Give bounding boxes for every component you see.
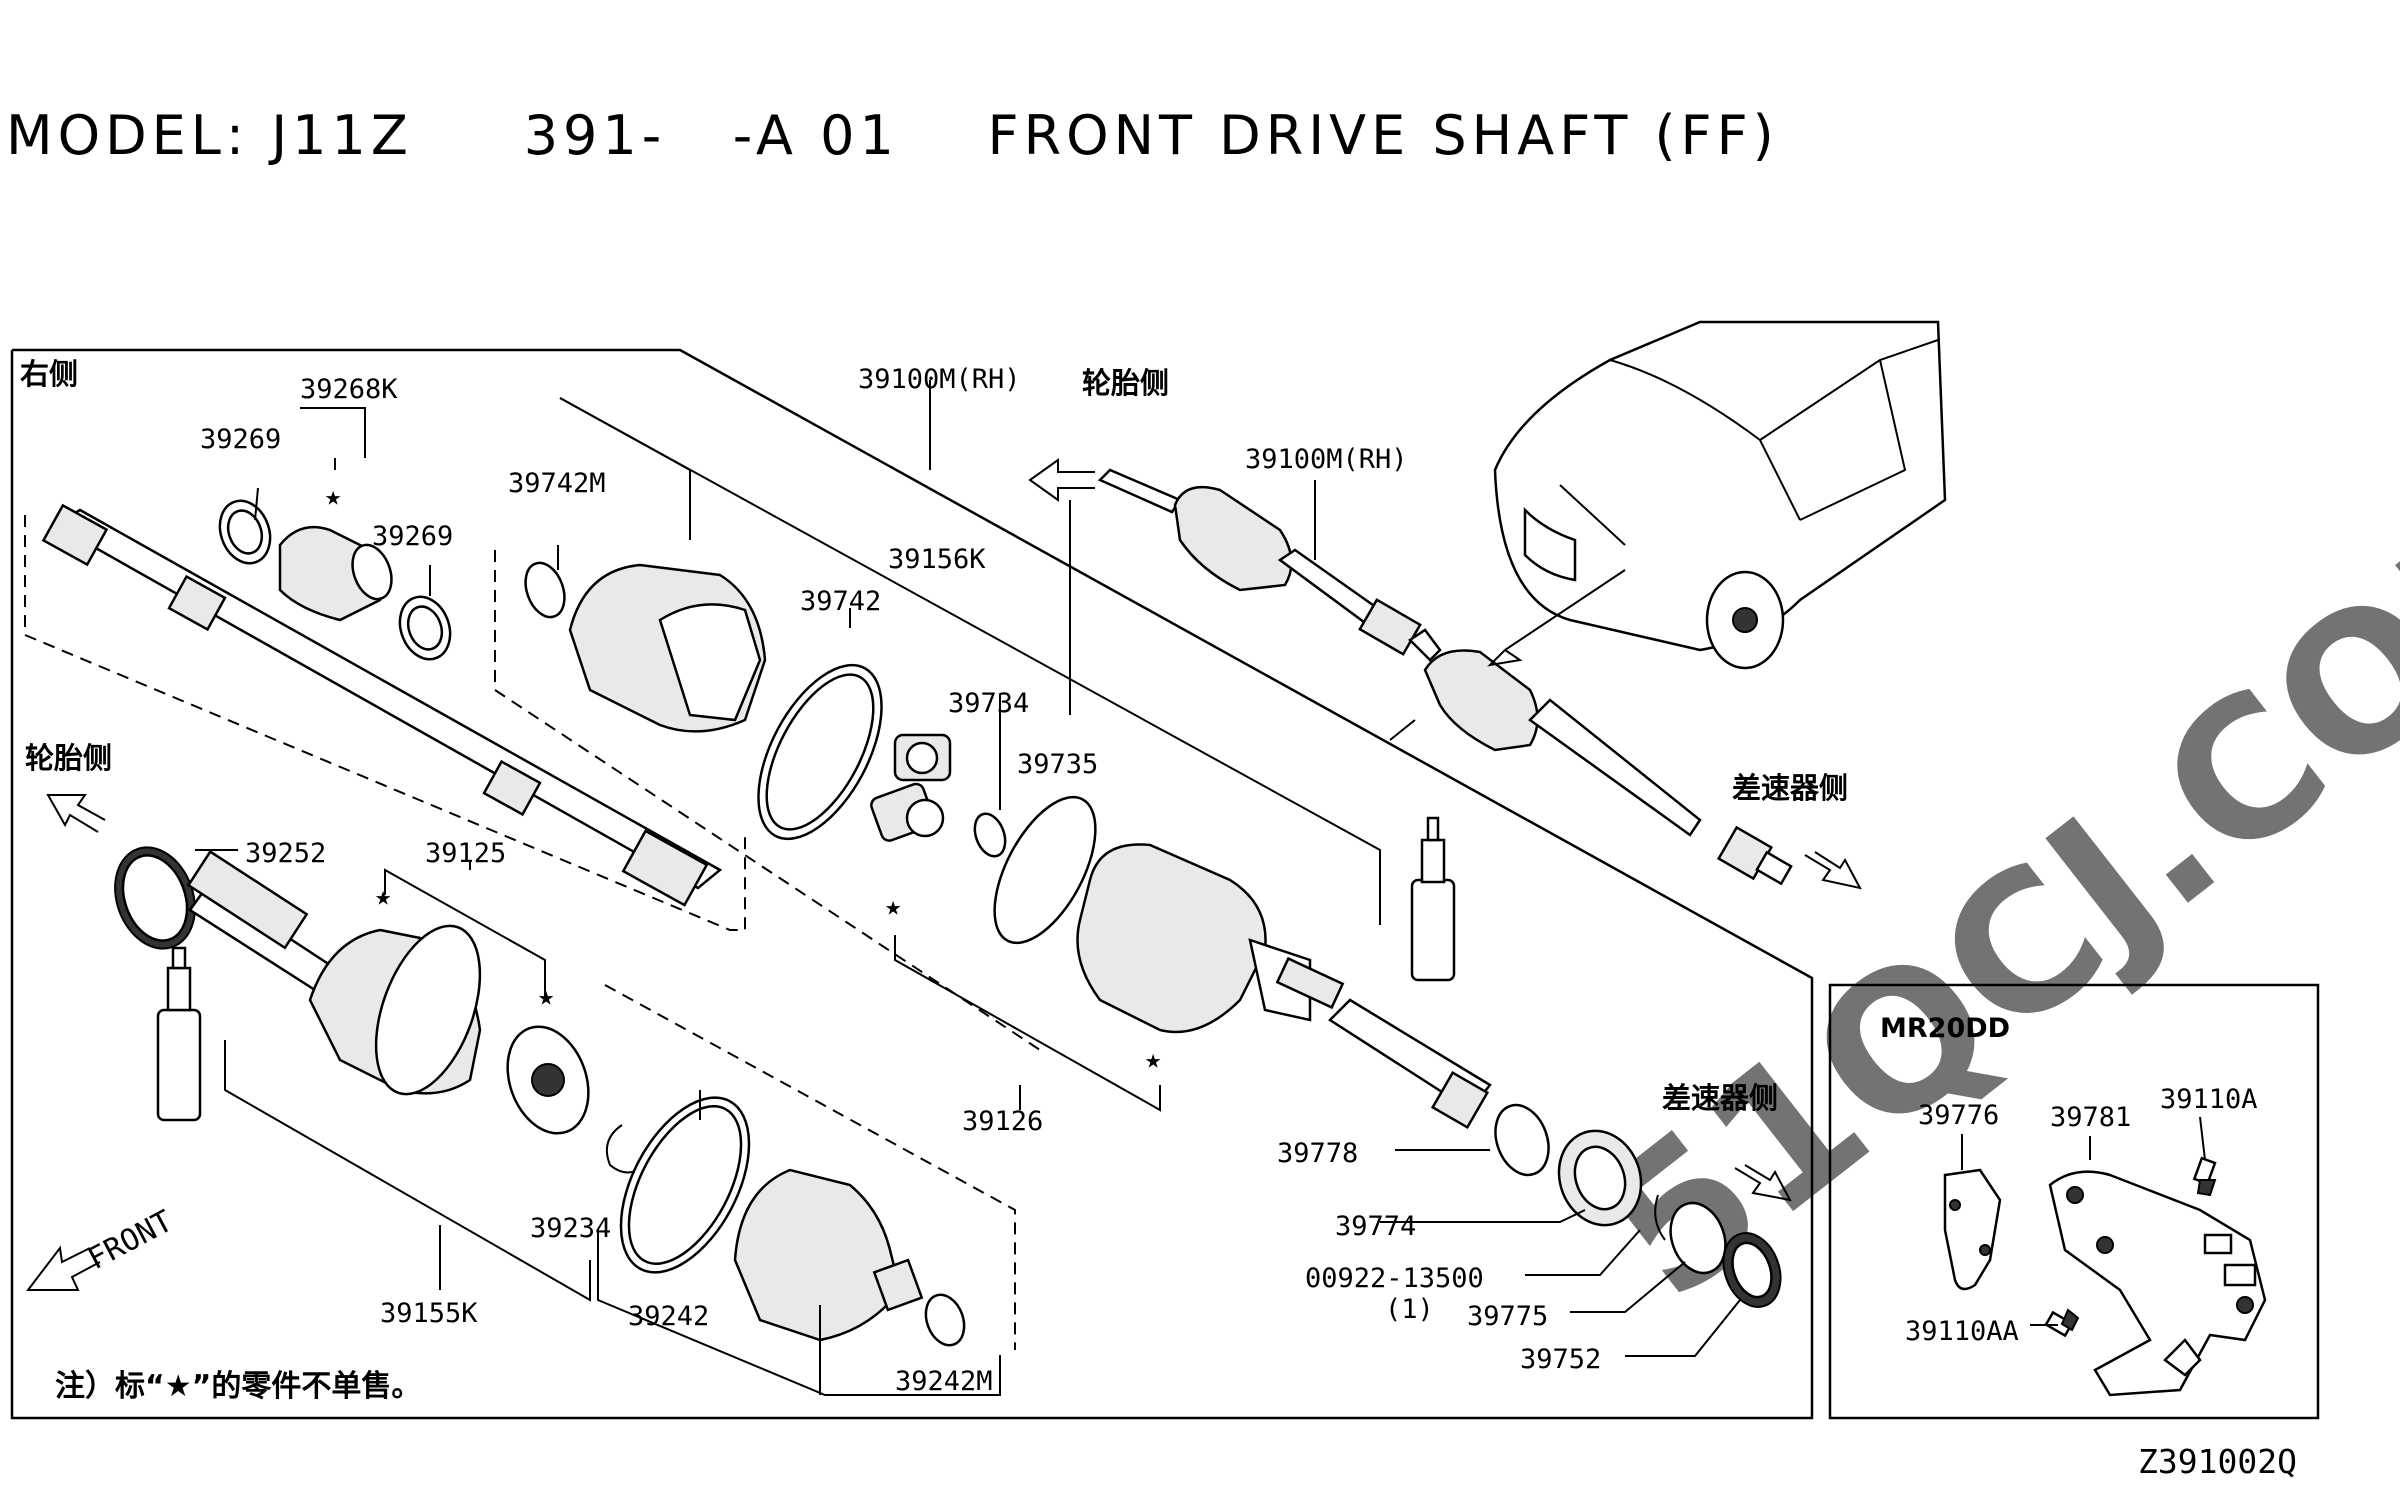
arrow-front: [25, 1245, 101, 1291]
leader-39775: [1570, 1261, 1686, 1313]
part-39125[interactable]: 39125: [425, 838, 506, 869]
leader-39110A: [2199, 1116, 2206, 1161]
leader-39126: [894, 935, 1161, 1112]
leader-39752: [1625, 1299, 1741, 1357]
part-39110A[interactable]: 39110A: [2160, 1084, 2258, 1115]
part-39268K[interactable]: 39268K: [300, 374, 398, 405]
outboard-boot: [619, 1096, 966, 1347]
outboard-dash-box: [604, 984, 1016, 1350]
part-39269b[interactable]: 39269: [372, 521, 453, 552]
label-engine-inset: MR20DD: [1880, 1013, 2010, 1044]
leader-39269a: [254, 487, 259, 521]
arrow-diff-mid: [1734, 1164, 1792, 1202]
diagram-code: Z391002Q: [2138, 1442, 2297, 1481]
part-39234[interactable]: 39234: [530, 1213, 611, 1244]
grease-bottle-right: [1410, 816, 1456, 982]
bearing-parts: [1328, 998, 1782, 1308]
small-boot-kit: [218, 499, 452, 661]
part-39155K[interactable]: 39155K: [380, 1298, 478, 1329]
label-tire-side-top: 轮胎侧: [1082, 366, 1169, 400]
shaft-dash-box: [24, 515, 746, 931]
part-39775[interactable]: 39775: [1467, 1301, 1548, 1332]
main-frame: [10, 348, 1814, 1420]
part-39269a[interactable]: 39269: [200, 424, 281, 455]
engine-mount-parts: [1943, 1156, 2267, 1397]
label-front: FRONT: [82, 1204, 178, 1277]
label-diff-side-mid: 差速器侧: [1662, 1081, 1778, 1115]
star-39125a: ★: [375, 881, 391, 912]
arrow-diff-top: [1804, 851, 1862, 890]
part-39242[interactable]: 39242: [628, 1301, 709, 1332]
leader-39774: [1380, 1209, 1586, 1223]
part-39252[interactable]: 39252: [245, 838, 326, 869]
part-39752[interactable]: 39752: [1520, 1344, 1601, 1375]
leader-39125: [384, 868, 546, 1000]
part-39735[interactable]: 39735: [1017, 749, 1098, 780]
label-tire-side-left: 轮胎侧: [25, 741, 112, 775]
note-text: 注）标“★”的零件不单售。: [55, 1369, 421, 1404]
inboard-housing: [1076, 843, 1345, 1034]
label-right-side: 右侧: [20, 357, 78, 391]
part-00922-13500[interactable]: 00922-13500: [1305, 1263, 1484, 1294]
assembled-shaft: [1097, 468, 1793, 886]
part-39156K[interactable]: 39156K: [888, 544, 986, 575]
long-shaft: [41, 503, 723, 907]
diagram-title: MODEL: J11Z 391- -A 01 FRONT DRIVE SHAFT…: [6, 104, 1779, 167]
boot-dash-box: [494, 550, 1041, 1051]
outboard-joint: [114, 846, 646, 1174]
grease-bottle-left: [156, 946, 202, 1122]
part-39778[interactable]: 39778: [1277, 1138, 1358, 1169]
part-39100M-main[interactable]: 39100M(RH): [858, 364, 1021, 395]
part-39742[interactable]: 39742: [800, 586, 881, 617]
vehicle-silhouette: [1493, 320, 1947, 670]
leader-39268K: [300, 407, 366, 458]
part-39742M[interactable]: 39742M: [508, 468, 606, 499]
star-39126b: ★: [1145, 1044, 1161, 1075]
part-39734[interactable]: 39734: [948, 688, 1029, 719]
tripod-joint: [870, 733, 1097, 945]
leader-00922: [1525, 1229, 1641, 1276]
arrow-tire-top: [1028, 458, 1095, 502]
part-39774[interactable]: 39774: [1335, 1211, 1416, 1242]
leader-39100M-main: [559, 397, 1381, 925]
part-39242M[interactable]: 39242M: [895, 1366, 993, 1397]
engine-inset-frame: [1828, 983, 2320, 1420]
star-39126a: ★: [885, 891, 901, 922]
inboard-boot: [524, 561, 883, 841]
star-39125b: ★: [538, 981, 554, 1012]
part-39776[interactable]: 39776: [1918, 1100, 1999, 1131]
arrow-tire-left: [46, 794, 106, 833]
leader-39234: [597, 1230, 1001, 1396]
part-39110AA[interactable]: 39110AA: [1905, 1316, 2019, 1347]
label-diff-side-top: 差速器侧: [1732, 771, 1848, 805]
part-39781[interactable]: 39781: [2050, 1102, 2131, 1133]
part-39100M-car[interactable]: 39100M(RH): [1245, 444, 1408, 475]
leader-39155K: [224, 1040, 591, 1302]
part-00922-qty: (1): [1385, 1294, 1434, 1325]
part-39126[interactable]: 39126: [962, 1106, 1043, 1137]
star-39268K: ★: [325, 481, 341, 512]
